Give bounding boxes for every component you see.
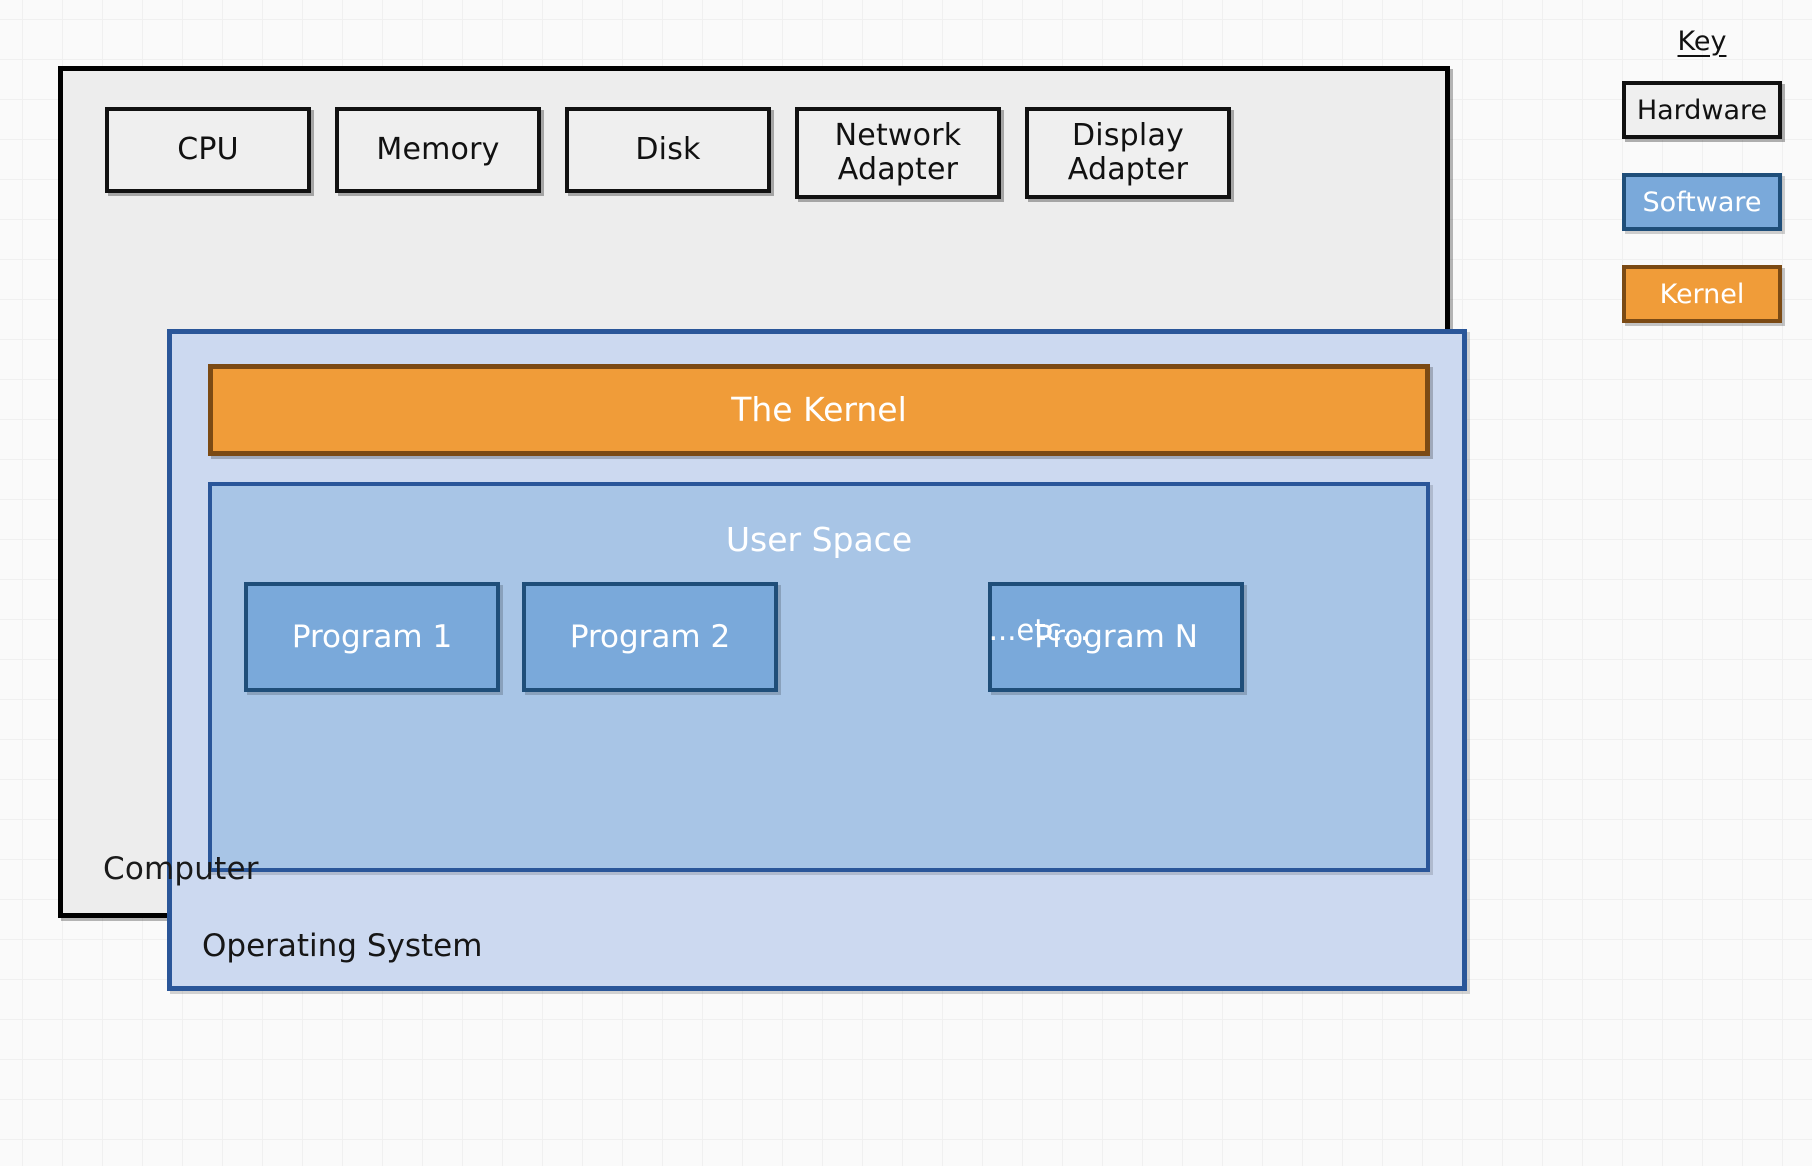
hardware-box[interactable]: CPU: [105, 107, 311, 193]
program-box[interactable]: Program N: [988, 582, 1244, 692]
kernel-box[interactable]: The Kernel: [208, 364, 1430, 456]
etc-label: ...etc...: [988, 613, 1090, 647]
key-panel: Key Hardware Software Kernel: [1622, 26, 1782, 357]
hardware-box[interactable]: Memory: [335, 107, 541, 193]
program-box[interactable]: Program 1: [244, 582, 500, 692]
hardware-box[interactable]: Disk: [565, 107, 771, 193]
computer-label: Computer: [103, 851, 259, 888]
key-item-kernel: Kernel: [1622, 265, 1782, 323]
computer-container[interactable]: CPU Memory Disk Network Adapter Display Adap…: [58, 66, 1467, 991]
key-item-hardware: Hardware: [1622, 81, 1782, 139]
user-space-label: User Space: [725, 520, 913, 559]
key-item-software: Software: [1622, 173, 1782, 231]
operating-system-label: Operating System: [202, 928, 483, 965]
hardware-box[interactable]: Network Adapter: [795, 107, 1001, 199]
hardware-box[interactable]: Display Adapter: [1025, 107, 1231, 199]
program-box[interactable]: Program 2: [522, 582, 778, 692]
key-title: Key: [1677, 26, 1727, 57]
